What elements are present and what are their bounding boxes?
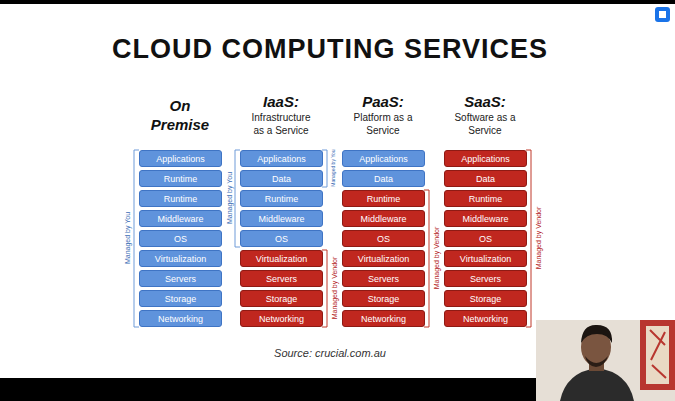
box-text: Runtime [367, 194, 401, 204]
box-text: OS [174, 234, 187, 244]
bracket-label: Managed by Vendor [433, 227, 440, 290]
column-heading: IaaS: [241, 93, 321, 112]
column-heading: PaaS: [343, 93, 423, 112]
managed-by-you-box: Networking [139, 310, 222, 327]
box-text: Applications [257, 154, 306, 164]
managed-by-you-box: Applications [139, 150, 222, 167]
top-bar [0, 0, 675, 4]
box-text: Runtime [265, 194, 299, 204]
box-text: Servers [470, 274, 501, 284]
managed-by-vendor-box: Runtime [444, 190, 527, 207]
box-text: OS [275, 234, 288, 244]
box-text: Data [272, 174, 291, 184]
bracket-label: Managed by Vendor [535, 207, 542, 270]
box-text: Networking [158, 314, 203, 324]
managed-by-vendor-box: Virtualization [342, 250, 425, 267]
managed-by-vendor-box: Servers [240, 270, 323, 287]
managed-by-vendor-box: Storage [342, 290, 425, 307]
box-text: Networking [259, 314, 304, 324]
app-icon-inner [659, 11, 666, 18]
bracket-label: Managed by You [226, 172, 233, 224]
managed-by-vendor-box: Middleware [444, 210, 527, 227]
box-text: Applications [461, 154, 510, 164]
bracket-label: Managed by You [124, 212, 131, 264]
box-text: OS [377, 234, 390, 244]
box-text: Networking [361, 314, 406, 324]
column-subheading: Platform as a Service [350, 111, 416, 137]
column-subheading: Infrastructure as a Service [248, 111, 314, 137]
box-text: Virtualization [358, 254, 409, 264]
managed-by-you-box: OS [240, 230, 323, 247]
box-text: Middleware [258, 214, 304, 224]
managed-by-vendor-box: Virtualization [444, 250, 527, 267]
box-text: Servers [266, 274, 297, 284]
box-text: Runtime [164, 194, 198, 204]
webcam-image [536, 320, 675, 401]
managed-by-you-box: Applications [342, 150, 425, 167]
box-text: Middleware [360, 214, 406, 224]
box-text: Virtualization [256, 254, 307, 264]
bracket-label: Managed by Vendor [331, 257, 338, 320]
box-text: Networking [463, 314, 508, 324]
managed-by-you-box: Servers [139, 270, 222, 287]
managed-by-vendor-box: Data [444, 170, 527, 187]
box-text: Applications [359, 154, 408, 164]
box-text: Virtualization [460, 254, 511, 264]
box-text: Applications [156, 154, 205, 164]
managed-by-vendor-box: Middleware [342, 210, 425, 227]
box-text: Runtime [164, 174, 198, 184]
managed-by-vendor-box: OS [444, 230, 527, 247]
managed-by-you-box: Virtualization [139, 250, 222, 267]
box-text: Middleware [462, 214, 508, 224]
managed-by-you-box: Middleware [240, 210, 323, 227]
column-subheading: Software as a Service [452, 111, 518, 137]
managed-by-vendor-box: OS [342, 230, 425, 247]
managed-by-vendor-box: Servers [444, 270, 527, 287]
box-text: Runtime [469, 194, 503, 204]
managed-by-you-box: Runtime [139, 170, 222, 187]
managed-by-you-box: Storage [139, 290, 222, 307]
managed-by-vendor-box: Networking [240, 310, 323, 327]
managed-by-vendor-box: Applications [444, 150, 527, 167]
box-text: OS [479, 234, 492, 244]
managed-by-you-box: Runtime [139, 190, 222, 207]
managed-by-vendor-box: Virtualization [240, 250, 323, 267]
managed-by-you-box: OS [139, 230, 222, 247]
managed-by-you-box: Middleware [139, 210, 222, 227]
box-text: Data [374, 174, 393, 184]
managed-by-you-box: Applications [240, 150, 323, 167]
managed-by-you-box: Data [342, 170, 425, 187]
managed-by-vendor-box: Storage [444, 290, 527, 307]
box-text: Storage [165, 294, 197, 304]
app-icon [655, 7, 670, 22]
column-heading: SaaS: [445, 93, 525, 112]
box-text: Middleware [157, 214, 203, 224]
managed-by-vendor-box: Runtime [342, 190, 425, 207]
bracket-label: Managed by You [331, 149, 336, 186]
box-text: Data [476, 174, 495, 184]
managed-by-vendor-box: Networking [342, 310, 425, 327]
slide-title: CLOUD COMPUTING SERVICES [0, 34, 660, 65]
managed-by-you-box: Runtime [240, 190, 323, 207]
managed-by-you-box: Data [240, 170, 323, 187]
box-text: Servers [165, 274, 196, 284]
source-caption: Source: crucial.com.au [0, 347, 660, 359]
box-text: Storage [266, 294, 298, 304]
box-text: Virtualization [155, 254, 206, 264]
managed-by-vendor-box: Networking [444, 310, 527, 327]
box-text: Storage [470, 294, 502, 304]
managed-by-vendor-box: Storage [240, 290, 323, 307]
managed-by-vendor-box: Servers [342, 270, 425, 287]
box-text: Storage [368, 294, 400, 304]
column-heading: On Premise [145, 97, 215, 135]
box-text: Servers [368, 274, 399, 284]
